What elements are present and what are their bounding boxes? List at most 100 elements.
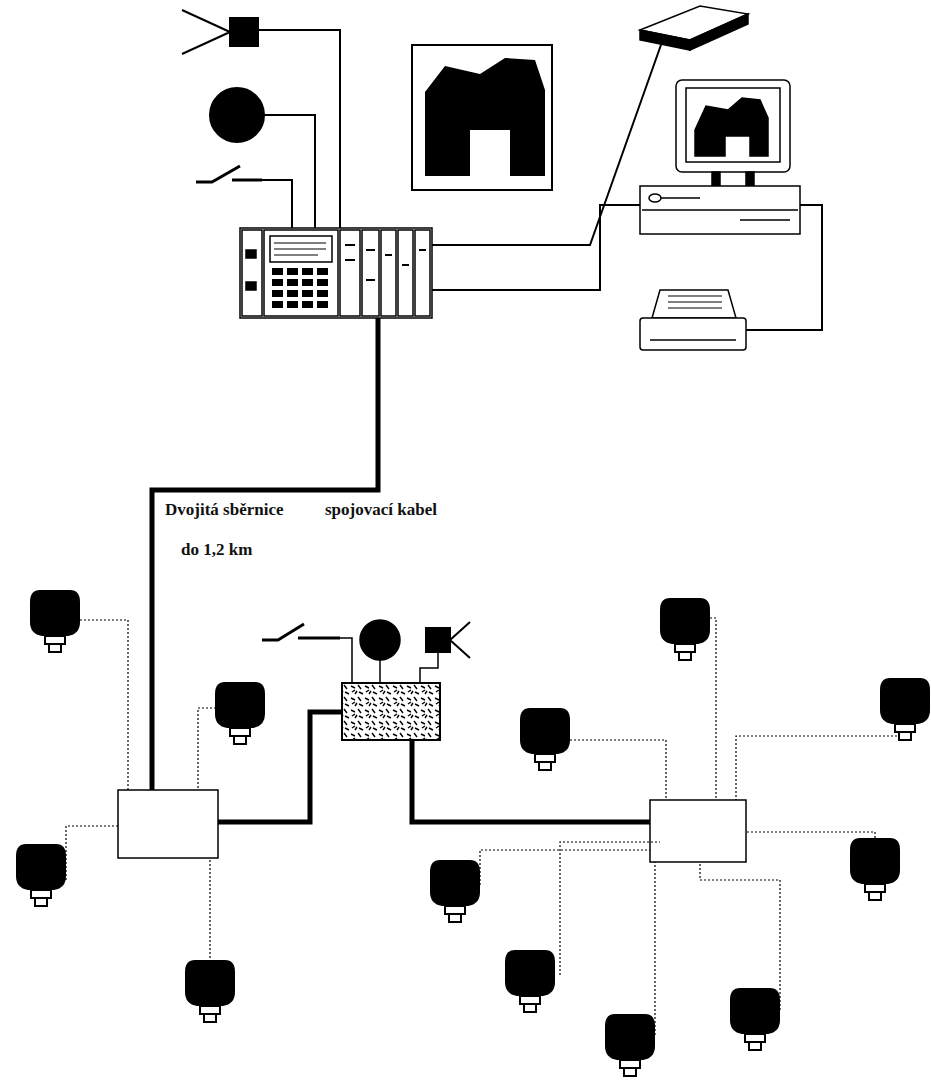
smoke-detector xyxy=(16,844,66,906)
control-panel xyxy=(242,230,262,316)
printer xyxy=(640,318,746,350)
smoke-detector xyxy=(215,682,265,744)
siren-symbol xyxy=(426,628,450,652)
detector-wire xyxy=(480,850,650,885)
control-panel xyxy=(246,282,256,290)
modem xyxy=(432,42,662,245)
detector-wire xyxy=(570,740,666,800)
smoke-detector xyxy=(505,950,555,1012)
computer xyxy=(432,80,800,290)
computer xyxy=(676,80,790,172)
control-panel xyxy=(272,268,328,308)
printer xyxy=(650,339,736,341)
control-panel xyxy=(317,290,328,297)
siren-symbol xyxy=(182,10,230,54)
control-panel xyxy=(317,301,328,308)
control-panel xyxy=(287,268,298,275)
smoke-detector xyxy=(605,1014,655,1076)
computer xyxy=(686,88,780,162)
switch-symbol xyxy=(262,180,292,228)
io-module xyxy=(342,683,440,740)
detector-wire xyxy=(700,862,780,1010)
control-panel xyxy=(317,279,328,286)
siren-symbol xyxy=(182,10,340,228)
detector-wire xyxy=(736,736,905,800)
siren-symbol xyxy=(258,30,340,228)
bell-symbol xyxy=(379,660,381,683)
control-panel xyxy=(240,228,432,318)
printer xyxy=(652,290,736,318)
siren-symbol xyxy=(450,622,470,658)
control-panel xyxy=(240,228,432,318)
siren-symbol xyxy=(420,622,470,683)
computer xyxy=(746,172,754,186)
control-panel xyxy=(302,301,313,308)
control-panel xyxy=(272,268,283,275)
detector-wire xyxy=(66,618,905,1035)
control-panel xyxy=(246,250,256,258)
control-panel xyxy=(287,279,298,286)
control-panel xyxy=(270,236,332,262)
control-panel xyxy=(415,230,430,316)
bell-symbol xyxy=(264,115,315,228)
bell-symbol xyxy=(210,88,264,142)
control-panel xyxy=(345,245,426,280)
modem xyxy=(690,14,748,50)
smoke-detector xyxy=(16,590,930,1076)
floor-plan xyxy=(412,45,552,190)
smoke-detector xyxy=(185,960,235,1022)
control-panel xyxy=(272,279,283,286)
smoke-detector xyxy=(30,590,80,652)
control-panel xyxy=(264,230,338,316)
detector-wire xyxy=(710,618,716,800)
siren-symbol xyxy=(230,18,258,46)
junction-box xyxy=(650,800,746,862)
bell-symbol xyxy=(360,620,400,660)
detector-wire xyxy=(66,826,118,880)
computer xyxy=(432,205,640,290)
control-panel xyxy=(381,230,396,316)
control-panel xyxy=(302,268,313,275)
smoke-detector xyxy=(850,838,900,900)
computer xyxy=(640,186,800,234)
control-panel xyxy=(302,279,313,286)
switch-symbol xyxy=(340,638,352,683)
floor-plan xyxy=(412,45,552,190)
floor-plan xyxy=(425,58,545,176)
computer xyxy=(642,198,798,220)
smoke-detector xyxy=(660,598,710,660)
modem xyxy=(640,30,690,50)
control-panel xyxy=(274,243,326,255)
control-panel xyxy=(272,290,283,297)
computer xyxy=(649,194,661,202)
control-panel xyxy=(362,230,379,316)
switch-symbol xyxy=(262,624,340,640)
switch-symbol xyxy=(262,624,352,683)
computer xyxy=(695,98,768,156)
smoke-detector xyxy=(430,860,480,922)
cable-label: do 1,2 km xyxy=(178,540,255,560)
smoke-detector xyxy=(880,678,930,740)
control-panel xyxy=(317,268,328,275)
cable-label: spojovací kabel xyxy=(322,500,440,520)
detector-wire xyxy=(560,842,660,975)
control-panel xyxy=(287,301,298,308)
detector-wire xyxy=(80,620,128,790)
control-panel xyxy=(398,230,413,316)
control-panel xyxy=(272,301,283,308)
control-panel xyxy=(340,230,360,316)
siren-symbol xyxy=(420,652,438,683)
printer xyxy=(746,205,822,330)
bell-symbol xyxy=(210,88,315,228)
control-panel xyxy=(287,290,298,297)
cable-label: Dvojitá sběrnice xyxy=(162,500,287,520)
bell-symbol xyxy=(360,620,400,683)
printer xyxy=(668,296,722,308)
junction-box xyxy=(118,790,218,858)
detector-wire xyxy=(654,862,655,1035)
computer xyxy=(712,172,720,186)
switch-symbol xyxy=(196,166,292,228)
smoke-detector xyxy=(730,988,780,1050)
